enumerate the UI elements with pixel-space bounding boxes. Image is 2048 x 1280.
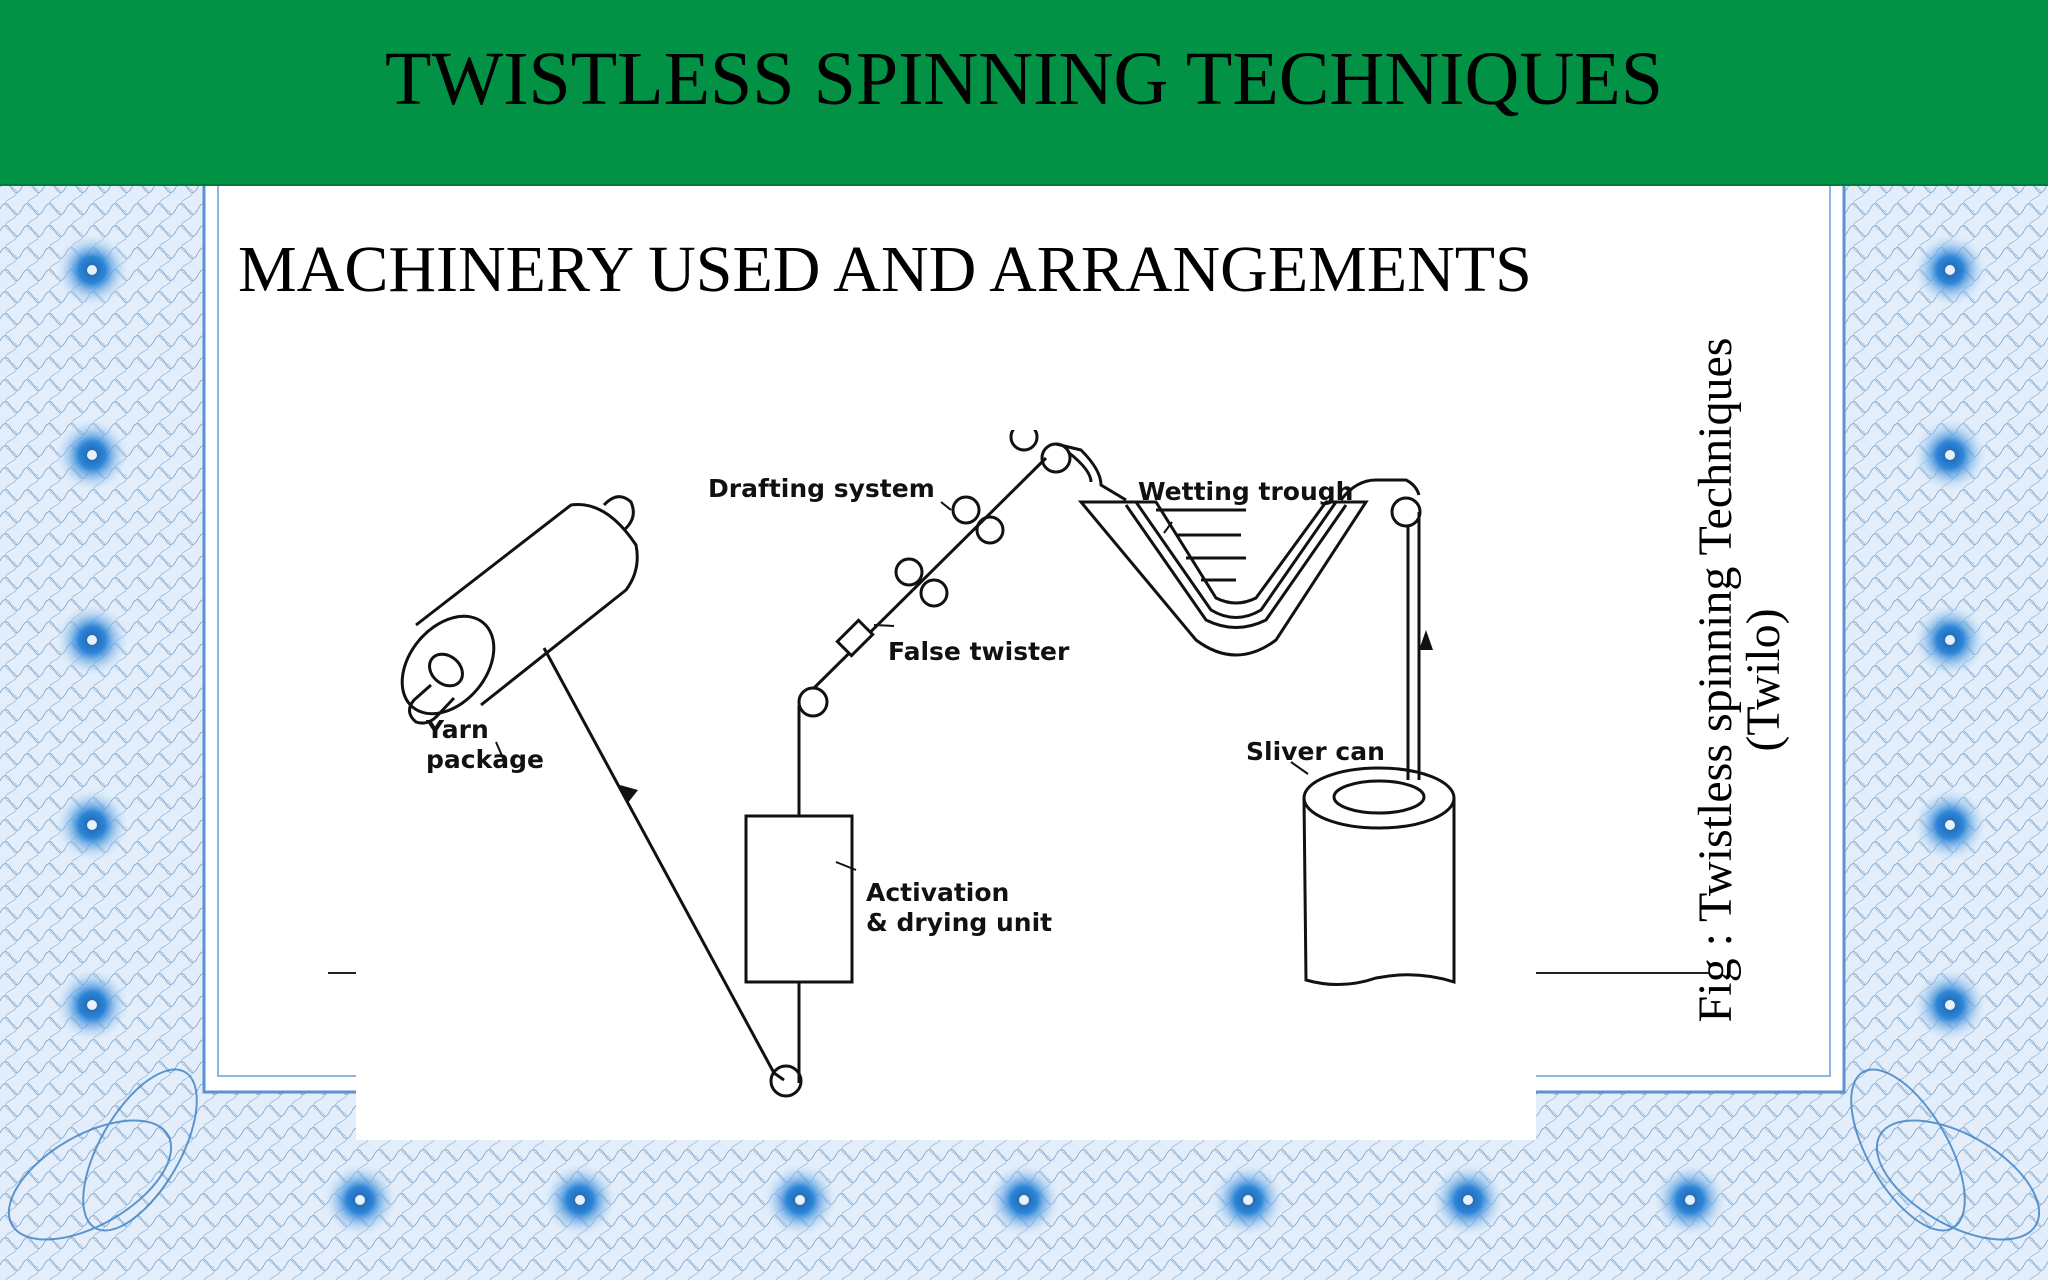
label-sliver-can: Sliver can — [1246, 737, 1385, 766]
label-activation-2: & drying unit — [866, 908, 1052, 937]
activation-drying-unit — [744, 814, 854, 984]
label-activation-1: Activation — [866, 878, 1009, 907]
slide-title: TWISTLESS SPINNING TECHNIQUES — [385, 37, 1663, 121]
rule-right — [1536, 972, 1710, 974]
guide-roller — [797, 686, 829, 718]
machinery-diagram-svg: Drafting system Wetting trough False twi… — [400, 430, 1456, 1098]
rule-left — [328, 972, 368, 974]
caption-line-1: Fig : Twistless spinning Techniques — [1689, 337, 1742, 1023]
label-false-twister: False twister — [888, 637, 1070, 666]
sliver-can — [1302, 766, 1456, 987]
twilo-diagram: Drafting system Wetting trough False twi… — [356, 430, 1536, 1140]
label-yarn-package-1: Yarn — [425, 715, 489, 744]
label-wetting-trough: Wetting trough — [1138, 477, 1353, 506]
label-yarn-package-2: package — [426, 745, 544, 774]
figure-caption: Fig : Twistless spinning Techniques (Twi… — [1689, 305, 1804, 1055]
caption-line-2: (Twilo) — [1737, 608, 1790, 752]
wetting-trough — [1077, 500, 1369, 657]
top-roller-right — [1390, 496, 1422, 528]
bottom-roller — [769, 1064, 803, 1098]
false-twister — [835, 618, 875, 658]
label-drafting-system: Drafting system — [708, 474, 935, 503]
slide-subtitle: MACHINERY USED AND ARRANGEMENTS — [238, 233, 1532, 306]
title-bar — [0, 0, 2048, 186]
yarn-path — [542, 647, 776, 1074]
yarn-package-icon — [400, 495, 639, 725]
